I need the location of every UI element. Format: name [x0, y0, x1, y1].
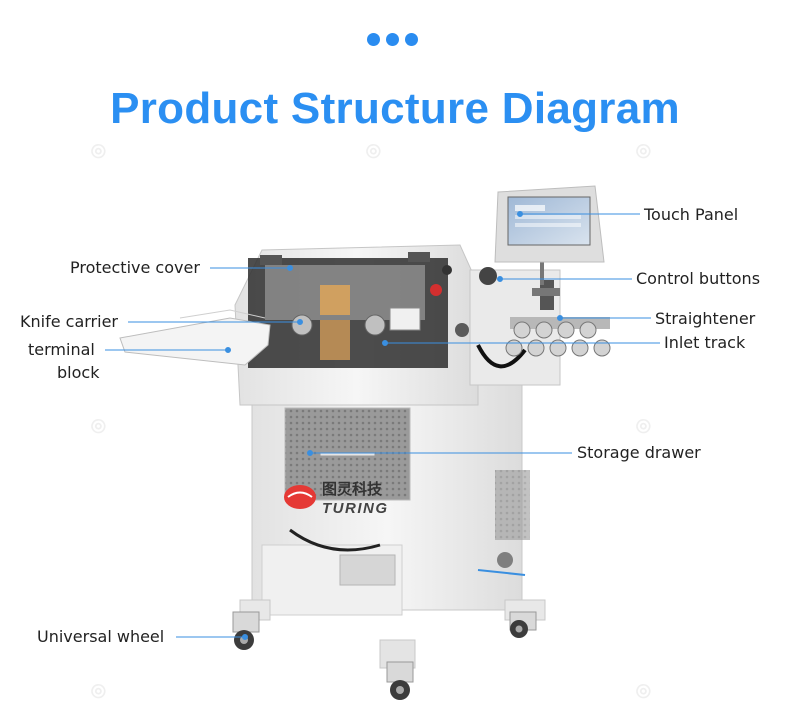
dot-3	[405, 33, 418, 46]
leader-lines	[105, 211, 660, 640]
page-title: Product Structure Diagram	[110, 84, 680, 133]
terminal-tray	[119, 309, 271, 366]
label-straightener: Straightener	[655, 309, 756, 328]
label-terminal-block-2: block	[57, 363, 100, 382]
dot-1	[367, 33, 380, 46]
header-dots	[367, 33, 423, 49]
label-universal-wheel: Universal wheel	[37, 627, 165, 646]
label-protective-cover: Protective cover	[70, 258, 200, 277]
label-terminal-block-1: terminal	[28, 340, 95, 359]
machine-top	[234, 244, 479, 406]
brand-cn: 图灵科技	[322, 480, 383, 498]
straightener-assembly	[469, 267, 611, 386]
storage-drawer-part	[284, 407, 411, 501]
label-control-buttons: Control buttons	[636, 269, 761, 288]
label-storage-drawer: Storage drawer	[577, 443, 701, 462]
label-inlet-track: Inlet track	[664, 333, 746, 352]
dot-2	[386, 33, 399, 46]
touch-panel-part	[494, 185, 605, 285]
label-knife-carrier: Knife carrier	[20, 312, 118, 331]
brand-en: TURING	[322, 500, 389, 517]
universal-wheels	[232, 611, 537, 700]
turing-logo: 图灵科技 TURING	[284, 480, 389, 517]
label-touch-panel: Touch Panel	[644, 205, 739, 224]
